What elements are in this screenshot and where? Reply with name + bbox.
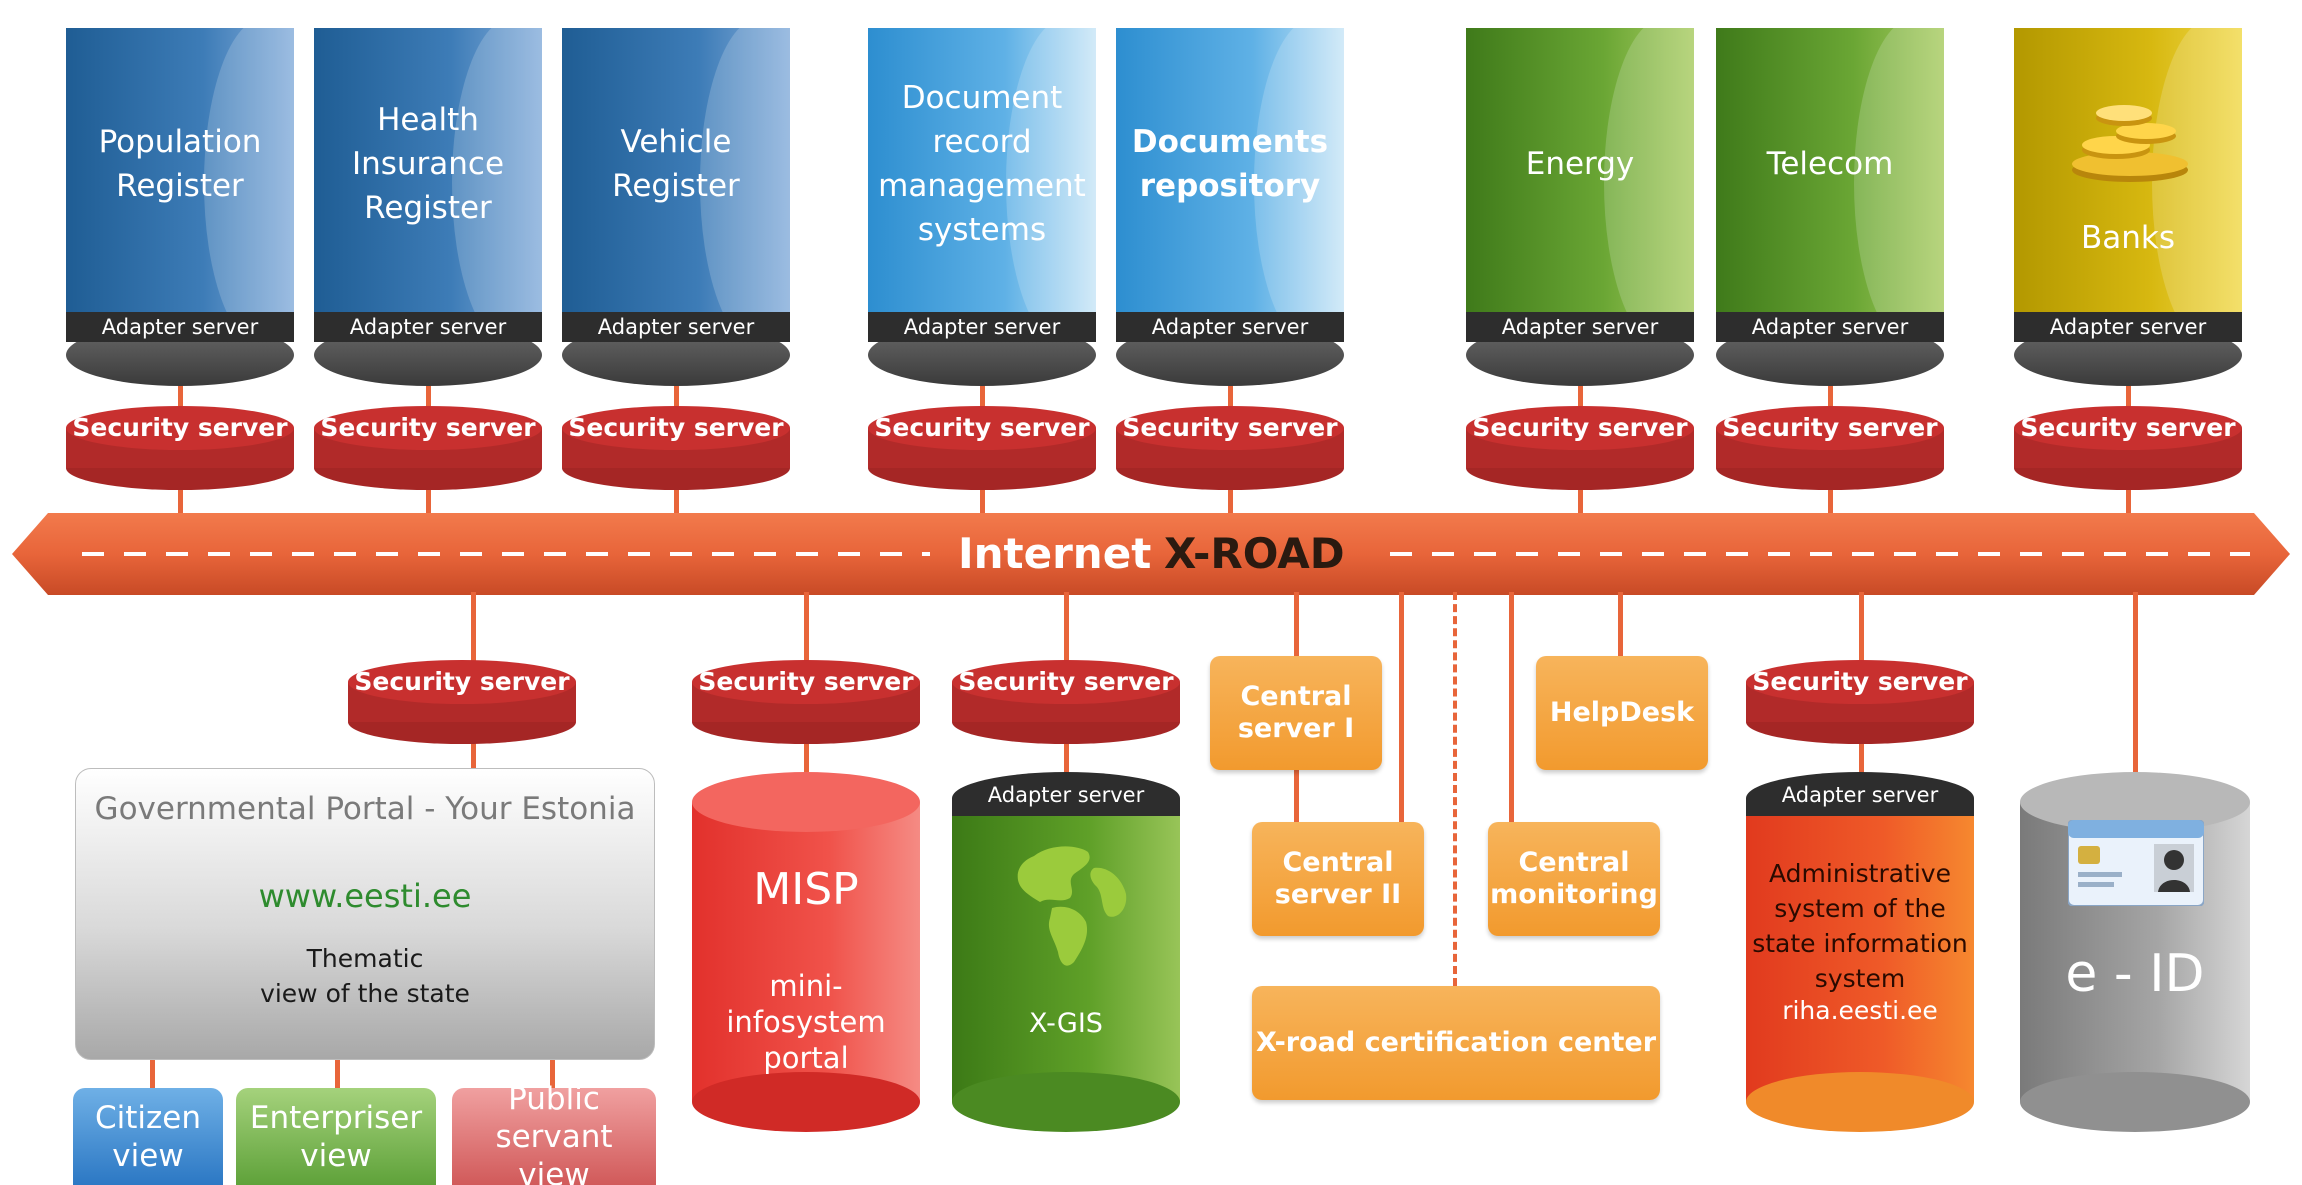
security-server[interactable]: Security server [868, 406, 1096, 492]
connector [550, 1058, 555, 1090]
enterpriser-view-button[interactable]: Enterpriser view [236, 1088, 436, 1185]
bus-arrow-shape [12, 513, 2290, 595]
xgis-cylinder[interactable]: Adapter server X-GIS [952, 772, 1180, 1142]
health-insurance-register-db[interactable]: Health Insurance Register Adapter server [314, 28, 542, 386]
adapter-server-label: Adapter server [2014, 312, 2242, 342]
internet-label: Internet [958, 529, 1152, 578]
connector [335, 1058, 340, 1090]
certification-center[interactable]: X-road certification center [1252, 986, 1660, 1100]
helpdesk[interactable]: HelpDesk [1536, 656, 1708, 770]
misp-title: MISP [753, 864, 859, 915]
riha-cylinder[interactable]: Adapter server Administrative system of … [1746, 772, 1974, 1142]
misp-cylinder[interactable]: MISP mini- infosystem portal [692, 772, 920, 1142]
security-server[interactable]: Security server [1466, 406, 1694, 492]
riha-url[interactable]: riha.eesti.ee [1782, 996, 1938, 1025]
adapter-server-label: Adapter server [314, 312, 542, 342]
connector [1294, 592, 1299, 658]
db-label: Energy [1525, 146, 1635, 182]
security-server[interactable]: Security server [1116, 406, 1344, 492]
security-server[interactable]: Security server [1716, 406, 1944, 492]
central-server-2[interactable]: Central server II [1252, 822, 1424, 936]
security-server[interactable]: Security server [348, 660, 576, 746]
riha-description: Administrative system of the state infor… [1752, 859, 1968, 993]
connector [2133, 592, 2138, 774]
security-server[interactable]: Security server [2014, 406, 2242, 492]
security-server[interactable]: Security server [314, 406, 542, 492]
vehicle-register-db[interactable]: Vehicle Register Adapter server [562, 28, 790, 386]
id-card-icon [2068, 820, 2204, 906]
portal-title: Governmental Portal - Your Estonia [94, 791, 636, 827]
population-register-db[interactable]: Population Register Adapter server [66, 28, 294, 386]
adapter-server-label: Adapter server [952, 772, 1180, 816]
adapter-server-label: Adapter server [1716, 312, 1944, 342]
globe-icon [1017, 846, 1127, 966]
portal-url[interactable]: www.eesti.ee [258, 877, 472, 915]
public-servant-view-button[interactable]: Public servant view [452, 1081, 656, 1185]
adapter-server-label: Adapter server [562, 312, 790, 342]
governmental-portal[interactable]: Governmental Portal - Your Estonia www.e… [75, 768, 655, 1060]
adapter-server-label: Adapter server [868, 312, 1096, 342]
adapter-server-label: Adapter server [66, 312, 294, 342]
db-label: Health Insurance Register [351, 102, 505, 226]
eid-cylinder[interactable]: e - ID [2020, 772, 2250, 1142]
adapter-server-label: Adapter server [1116, 312, 1344, 342]
central-server-1[interactable]: Central server I [1210, 656, 1382, 770]
db-label: Document record management systems [878, 80, 1086, 248]
connector [1509, 592, 1514, 824]
security-server[interactable]: Security server [562, 406, 790, 492]
xroad-label: X-ROAD [1164, 529, 1345, 578]
adapter-server-label: Adapter server [1746, 772, 1974, 816]
db-label: Telecom [1766, 146, 1894, 182]
citizen-view-button[interactable]: Citizen view [73, 1088, 223, 1185]
banks-db[interactable]: Banks Adapter server [2014, 28, 2242, 386]
document-record-management-db[interactable]: Document record management systems Adapt… [868, 28, 1096, 386]
security-server[interactable]: Security server [692, 660, 920, 746]
db-label: Banks [2080, 220, 2175, 256]
telecom-db[interactable]: Telecom Adapter server [1716, 28, 1944, 386]
security-server[interactable]: Security server [66, 406, 294, 492]
portal-description: Thematic view of the state [260, 944, 470, 1008]
coins-icon [2072, 105, 2188, 182]
xgis-label: X-GIS [1029, 1008, 1103, 1039]
security-server[interactable]: Security server [952, 660, 1180, 746]
security-server[interactable]: Security server [1746, 660, 1974, 746]
connector [1399, 592, 1404, 824]
central-monitoring[interactable]: Central monitoring [1488, 822, 1660, 936]
misp-description: mini- infosystem portal [726, 969, 886, 1075]
connector [1294, 768, 1299, 824]
xroad-bus: Internet X-ROAD [12, 513, 2290, 595]
connector [150, 1058, 155, 1090]
dashed-connector [1453, 592, 1457, 986]
energy-db[interactable]: Energy Adapter server [1466, 28, 1694, 386]
db-label: Documents repository [1131, 124, 1329, 204]
eid-label: e - ID [2065, 944, 2205, 1004]
adapter-server-label: Adapter server [1466, 312, 1694, 342]
documents-repository-db[interactable]: Documents repository Adapter server [1116, 28, 1344, 386]
db-label: Population Register [98, 124, 262, 204]
db-label: Vehicle Register [612, 124, 740, 204]
connector [1618, 592, 1623, 658]
